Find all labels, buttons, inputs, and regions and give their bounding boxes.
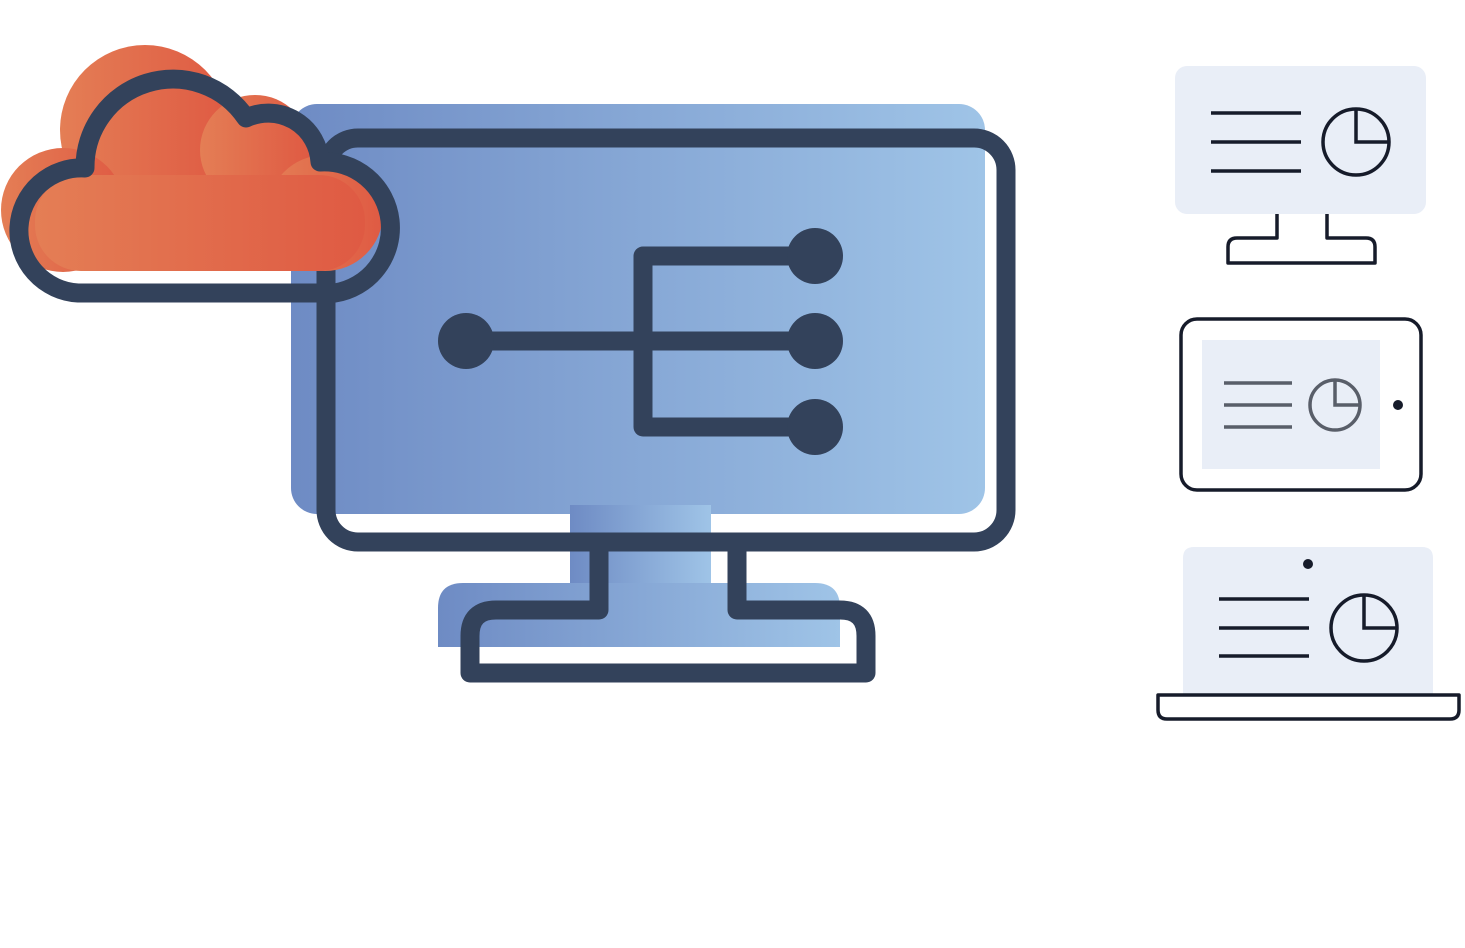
cloud-outline	[9, 69, 400, 303]
laptop-device-icon	[1156, 547, 1461, 721]
laptop-camera	[1303, 559, 1313, 569]
network-target-node	[787, 313, 843, 369]
tablet-home-button	[1393, 400, 1403, 410]
tablet-device-icon	[1179, 317, 1423, 492]
network-source-node	[438, 313, 494, 369]
pie-chart-icon	[1329, 593, 1399, 663]
network-tree-icon	[438, 228, 843, 455]
pie-chart-icon	[1321, 107, 1391, 177]
desktop-stand	[1226, 214, 1377, 265]
cloud-icon	[1, 45, 400, 303]
network-target-node	[787, 399, 843, 455]
text-lines-icon	[1211, 111, 1301, 173]
desktop-monitor-network-icon	[291, 104, 1016, 683]
desktop-device-icon	[1175, 66, 1426, 265]
network-target-node	[787, 228, 843, 284]
laptop-base	[1156, 693, 1461, 721]
monitor-stand-outline	[460, 548, 876, 683]
text-lines-icon	[1224, 381, 1292, 429]
text-lines-icon	[1219, 597, 1309, 658]
monitor-screen-outline	[316, 128, 1016, 552]
pie-chart-icon	[1308, 378, 1362, 432]
tablet-body	[1179, 317, 1423, 492]
desktop-screen	[1175, 66, 1426, 214]
